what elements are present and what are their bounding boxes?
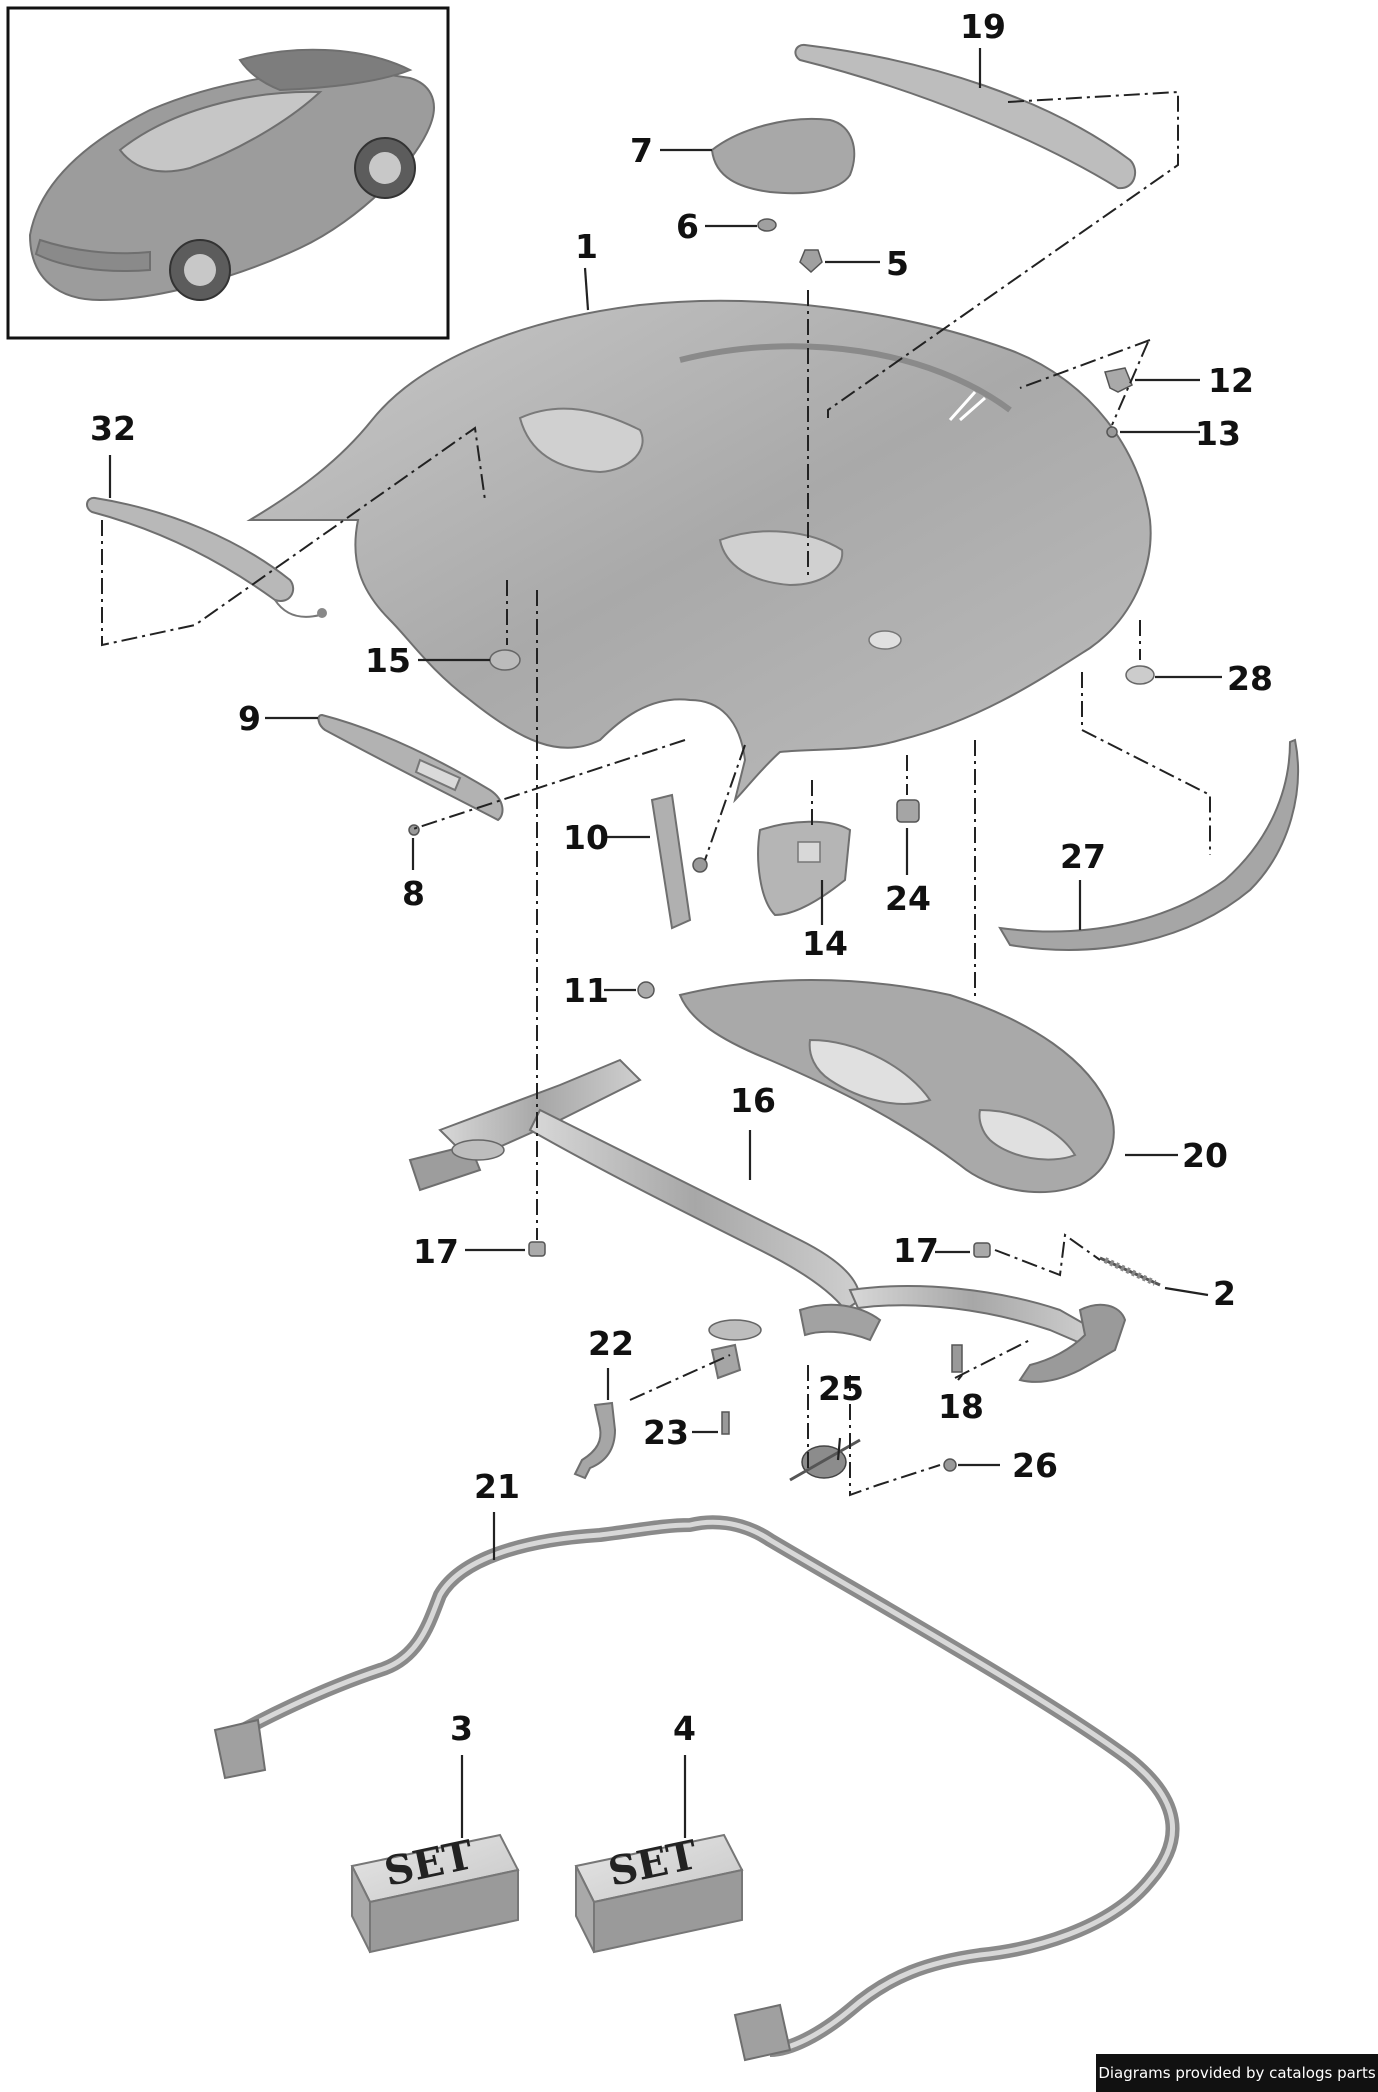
part-4-set-box: SET — [574, 1831, 744, 1954]
callout-8: 8 — [402, 874, 425, 913]
callout-13: 13 — [1195, 414, 1241, 453]
part-5-clip — [799, 249, 823, 274]
part-13-screw — [1106, 426, 1118, 438]
part-11-nut — [637, 981, 655, 999]
callout-15: 15 — [365, 641, 411, 680]
callout-32: 32 — [90, 409, 136, 448]
callout-18: 18 — [938, 1387, 984, 1426]
part-21-frame-seal — [213, 1515, 1180, 2062]
callout-3: 3 — [450, 1709, 473, 1748]
part-9-bracket — [317, 713, 504, 822]
part-12-clip — [1104, 367, 1133, 393]
callout-6: 6 — [676, 207, 699, 246]
callout-21: 21 — [474, 1467, 520, 1506]
callout-5: 5 — [886, 244, 909, 283]
part-19-trim-strip — [794, 43, 1137, 190]
part-26-screw — [943, 1458, 957, 1472]
part-2-spring — [1099, 1256, 1161, 1287]
part-17-nut-left — [528, 1241, 546, 1257]
part-20-rear-frame — [678, 979, 1115, 1194]
callout-1: 1 — [575, 227, 598, 266]
part-23-screw — [721, 1411, 730, 1435]
callout-labels: 1 2 3 4 5 6 7 8 9 10 11 12 13 14 15 16 1… — [90, 7, 1273, 1748]
callout-20: 20 — [1182, 1136, 1228, 1175]
leader-lines — [108, 48, 1222, 1838]
part-17-nut-right — [973, 1242, 991, 1258]
part-32-side-trim — [86, 496, 327, 618]
part-15-plug — [489, 649, 521, 671]
callout-17-left: 17 — [413, 1232, 459, 1271]
part-14-bracket — [757, 820, 852, 917]
part-24-buffer — [896, 799, 920, 823]
callout-28: 28 — [1227, 659, 1273, 698]
callout-23: 23 — [643, 1413, 689, 1452]
vehicle-thumbnail — [6, 6, 450, 340]
part-28-plug — [1125, 665, 1155, 685]
assembly-lines — [101, 90, 1211, 1497]
part-25-motor — [789, 1438, 861, 1482]
part-7-cover — [710, 117, 856, 195]
callout-19: 19 — [960, 7, 1006, 46]
callout-12: 12 — [1208, 361, 1254, 400]
part-16-main-frame — [408, 1058, 1127, 1383]
part-10-side-plate — [650, 793, 708, 930]
callout-10: 10 — [563, 818, 609, 857]
part-1-hardtop-shell — [246, 299, 1152, 804]
callout-27: 27 — [1060, 837, 1106, 876]
callout-11: 11 — [563, 971, 609, 1010]
callout-24: 24 — [885, 879, 931, 918]
part-3-set-box: SET — [350, 1831, 520, 1954]
callout-22: 22 — [588, 1324, 634, 1363]
part-18-bolt — [951, 1344, 963, 1373]
callout-9: 9 — [238, 699, 261, 738]
callout-4: 4 — [673, 1709, 696, 1748]
part-6-clip — [757, 218, 777, 232]
part-22-lever — [573, 1401, 617, 1480]
callout-16: 16 — [730, 1081, 776, 1120]
callout-2: 2 — [1213, 1274, 1236, 1313]
part-27-seal-strip — [998, 738, 1299, 951]
callout-14: 14 — [802, 924, 848, 963]
diagram-credit-badge: Diagrams provided by catalogs parts — [1096, 2054, 1378, 2092]
callout-7: 7 — [630, 131, 653, 170]
callout-17-right: 17 — [893, 1231, 939, 1270]
callout-25: 25 — [818, 1369, 864, 1408]
callout-26: 26 — [1012, 1446, 1058, 1485]
part-8-screw — [408, 824, 420, 836]
